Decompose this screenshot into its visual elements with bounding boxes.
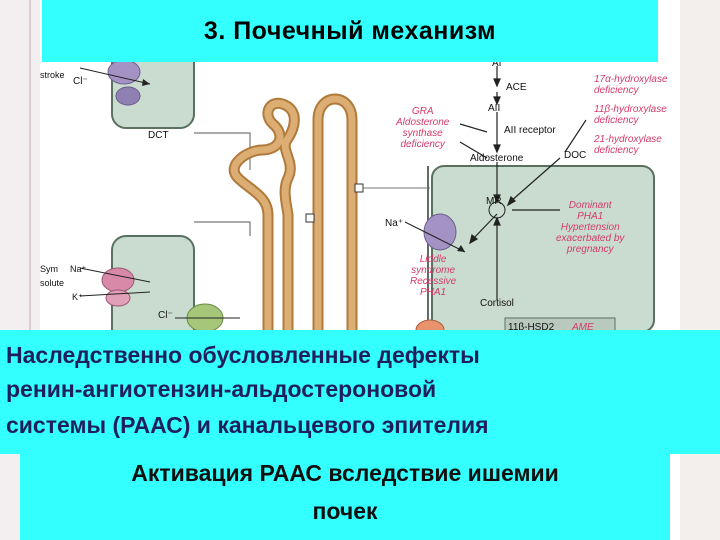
lower-connector-line <box>194 222 250 236</box>
nephron-tubule <box>234 99 352 330</box>
label-cl-top: Cl⁻ <box>73 76 88 87</box>
label-11-hydroxylase: 11β-hydroxylase deficiency <box>594 104 667 126</box>
label-stroke: stroke <box>40 70 65 81</box>
label-solute: solute <box>40 278 64 289</box>
page-right-margin <box>680 0 720 540</box>
connector-square-1 <box>355 184 363 192</box>
label-cortisol: Cortisol <box>480 298 514 309</box>
label-liddle: Liddle syndrome Recessive PHA1 <box>410 254 456 298</box>
page-title: 3. Почечный механизм <box>204 17 496 46</box>
label-gra: GRA Aldosterone synthase deficiency <box>396 106 449 150</box>
defects-caption-box: Наследственно обусловленные дефекты рени… <box>0 330 720 454</box>
label-sym: Sym <box>40 264 58 275</box>
caption-line-3: системы (РААС) и канальцевого эпителия <box>6 412 489 439</box>
label-aii: AII <box>488 103 500 114</box>
lower-transporter-pink <box>102 268 134 292</box>
connector-square-2 <box>306 214 314 222</box>
label-21-hydroxylase: 21-hydroxylase deficiency <box>594 134 662 156</box>
label-dct: DCT <box>148 130 169 141</box>
lower-transporter-pink-2 <box>106 290 130 306</box>
label-17-hydroxylase: 17α-hydroxylase deficiency <box>594 74 668 96</box>
caption-line-4: Активация РААС вследствие ишемии <box>20 460 670 487</box>
label-doc: DOC <box>564 150 586 161</box>
label-dominant-pha1: Dominant PHA1 Hypertension exacerbated b… <box>556 200 624 255</box>
ischemia-caption-box: Активация РААС вследствие ишемии почек <box>20 452 670 540</box>
upper-transporter-purple-2 <box>116 87 140 105</box>
label-left-na: Na⁺ <box>70 264 86 275</box>
caption-line-5: почек <box>20 498 670 525</box>
label-ace: ACE <box>506 82 527 93</box>
label-aldosterone: Aldosterone <box>470 153 523 164</box>
caption-line-1: Наследственно обусловленные дефекты <box>6 342 480 369</box>
label-left-k: K⁺ <box>72 292 83 303</box>
label-mr: MR <box>486 196 502 207</box>
title-banner: 3. Почечный механизм <box>42 0 658 62</box>
label-na-cell: Na⁺ <box>385 218 403 229</box>
caption-line-2: ренин-ангиотензин-альдостероновой <box>6 376 436 403</box>
label-aii-receptor: AII receptor <box>504 125 556 136</box>
label-cl-mid: Cl⁻ <box>158 310 173 321</box>
